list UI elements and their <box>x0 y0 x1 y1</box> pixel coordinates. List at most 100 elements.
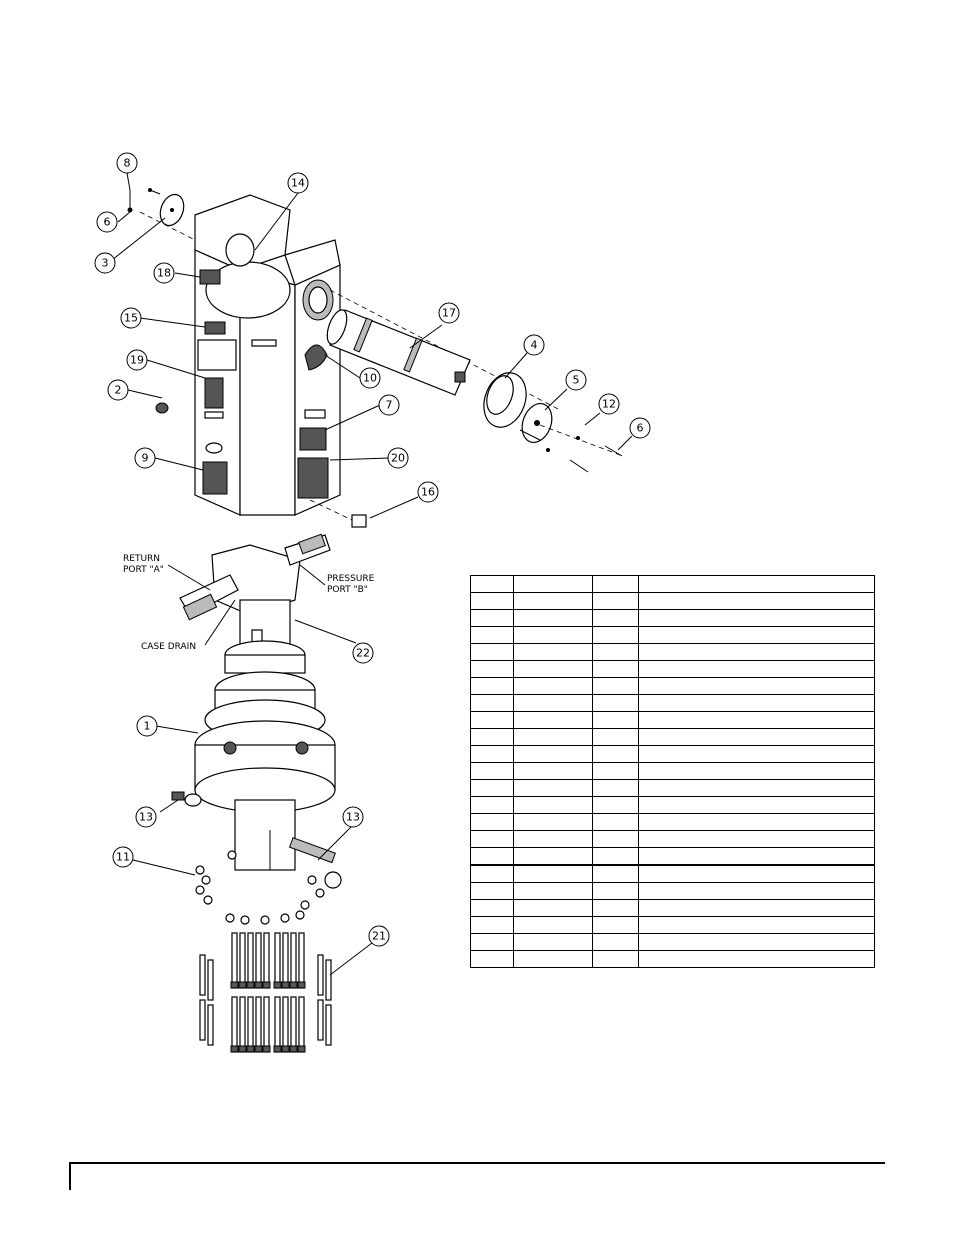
table-row <box>470 677 875 695</box>
case-drain-label: CASE DRAIN <box>141 642 196 652</box>
table-cell <box>592 762 639 780</box>
table-cell <box>470 609 514 627</box>
callout-1: 14 <box>287 172 309 194</box>
table-cell <box>470 626 514 644</box>
table-row <box>470 950 875 968</box>
table-cell <box>470 779 514 797</box>
callout-8: 9 <box>134 447 156 469</box>
table-cell <box>592 728 639 746</box>
svg-text:21: 21 <box>372 930 386 943</box>
table-cell <box>638 864 875 883</box>
table-cell <box>638 830 875 848</box>
leader-lines <box>111 172 633 976</box>
table-cell <box>638 847 875 866</box>
table-row <box>470 779 875 797</box>
table-cell <box>592 916 639 934</box>
table-row <box>470 592 875 610</box>
table-row <box>470 847 875 866</box>
callout-18: 22 <box>352 642 374 664</box>
svg-text:13: 13 <box>346 811 360 824</box>
table-cell <box>638 711 875 729</box>
callout-17: 16 <box>417 481 439 503</box>
table-cell <box>513 864 593 883</box>
table-row <box>470 864 875 883</box>
table-cell <box>513 933 593 951</box>
drive-housing <box>155 194 341 516</box>
svg-text:10: 10 <box>363 372 377 385</box>
table-cell <box>638 592 875 610</box>
table-cell <box>513 643 593 661</box>
table-cell <box>513 592 593 610</box>
callout-23: 21 <box>368 925 390 947</box>
callout-4: 18 <box>153 262 175 284</box>
table-cell <box>592 796 639 814</box>
table-row <box>470 796 875 814</box>
table-row <box>470 728 875 746</box>
gearbox <box>171 671 342 889</box>
washers <box>195 850 325 925</box>
callout-7: 2 <box>107 379 129 401</box>
table-row <box>470 899 875 917</box>
table-row <box>470 916 875 934</box>
footer-rule <box>69 1162 885 1164</box>
table-cell <box>513 728 593 746</box>
table-cell <box>638 796 875 814</box>
table-cell <box>592 779 639 797</box>
table-row <box>470 762 875 780</box>
table-cell <box>592 830 639 848</box>
table-cell <box>513 847 593 866</box>
table-cell <box>470 882 514 900</box>
table-cell <box>638 916 875 934</box>
svg-text:6: 6 <box>637 422 644 435</box>
svg-text:19: 19 <box>130 354 144 367</box>
return-port-label-line1: RETURN <box>123 554 160 564</box>
hydraulic-motor <box>179 533 331 674</box>
svg-text:15: 15 <box>124 312 138 325</box>
table-cell <box>513 950 593 968</box>
table-cell <box>592 933 639 951</box>
table-cell <box>592 847 639 866</box>
table-row <box>470 626 875 644</box>
table-cell <box>513 899 593 917</box>
table-cell <box>513 626 593 644</box>
table-cell <box>638 643 875 661</box>
plug <box>309 499 367 528</box>
table-cell <box>470 916 514 934</box>
table-cell <box>470 762 514 780</box>
table-cell <box>513 711 593 729</box>
svg-text:5: 5 <box>573 374 580 387</box>
table-cell <box>592 677 639 695</box>
table-cell <box>470 796 514 814</box>
callout-22: 11 <box>112 846 134 868</box>
table-cell <box>470 660 514 678</box>
callout-5: 15 <box>120 307 142 329</box>
svg-text:6: 6 <box>104 216 111 229</box>
table-cell <box>513 779 593 797</box>
table-row <box>470 933 875 951</box>
pressure-port-label-line1: PRESSURE <box>327 574 375 584</box>
svg-text:2: 2 <box>115 384 122 397</box>
table-cell <box>592 745 639 763</box>
table-cell <box>638 694 875 712</box>
table-cell <box>592 660 639 678</box>
table-cell <box>638 660 875 678</box>
table-cell <box>592 592 639 610</box>
callout-15: 7 <box>378 394 400 416</box>
table-cell <box>592 626 639 644</box>
pressure-port-label-line2: PORT "B" <box>327 585 368 595</box>
table-cell <box>470 950 514 968</box>
table-row <box>470 694 875 712</box>
parts-list-table <box>470 575 875 968</box>
table-cell <box>592 694 639 712</box>
table-cell <box>513 677 593 695</box>
svg-text:3: 3 <box>102 257 109 270</box>
table-cell <box>470 899 514 917</box>
callout-13: 12 <box>598 393 620 415</box>
table-cell <box>513 660 593 678</box>
svg-text:4: 4 <box>531 339 538 352</box>
table-cell <box>470 728 514 746</box>
table-cell <box>592 575 639 593</box>
table-cell <box>592 882 639 900</box>
table-cell <box>470 575 514 593</box>
